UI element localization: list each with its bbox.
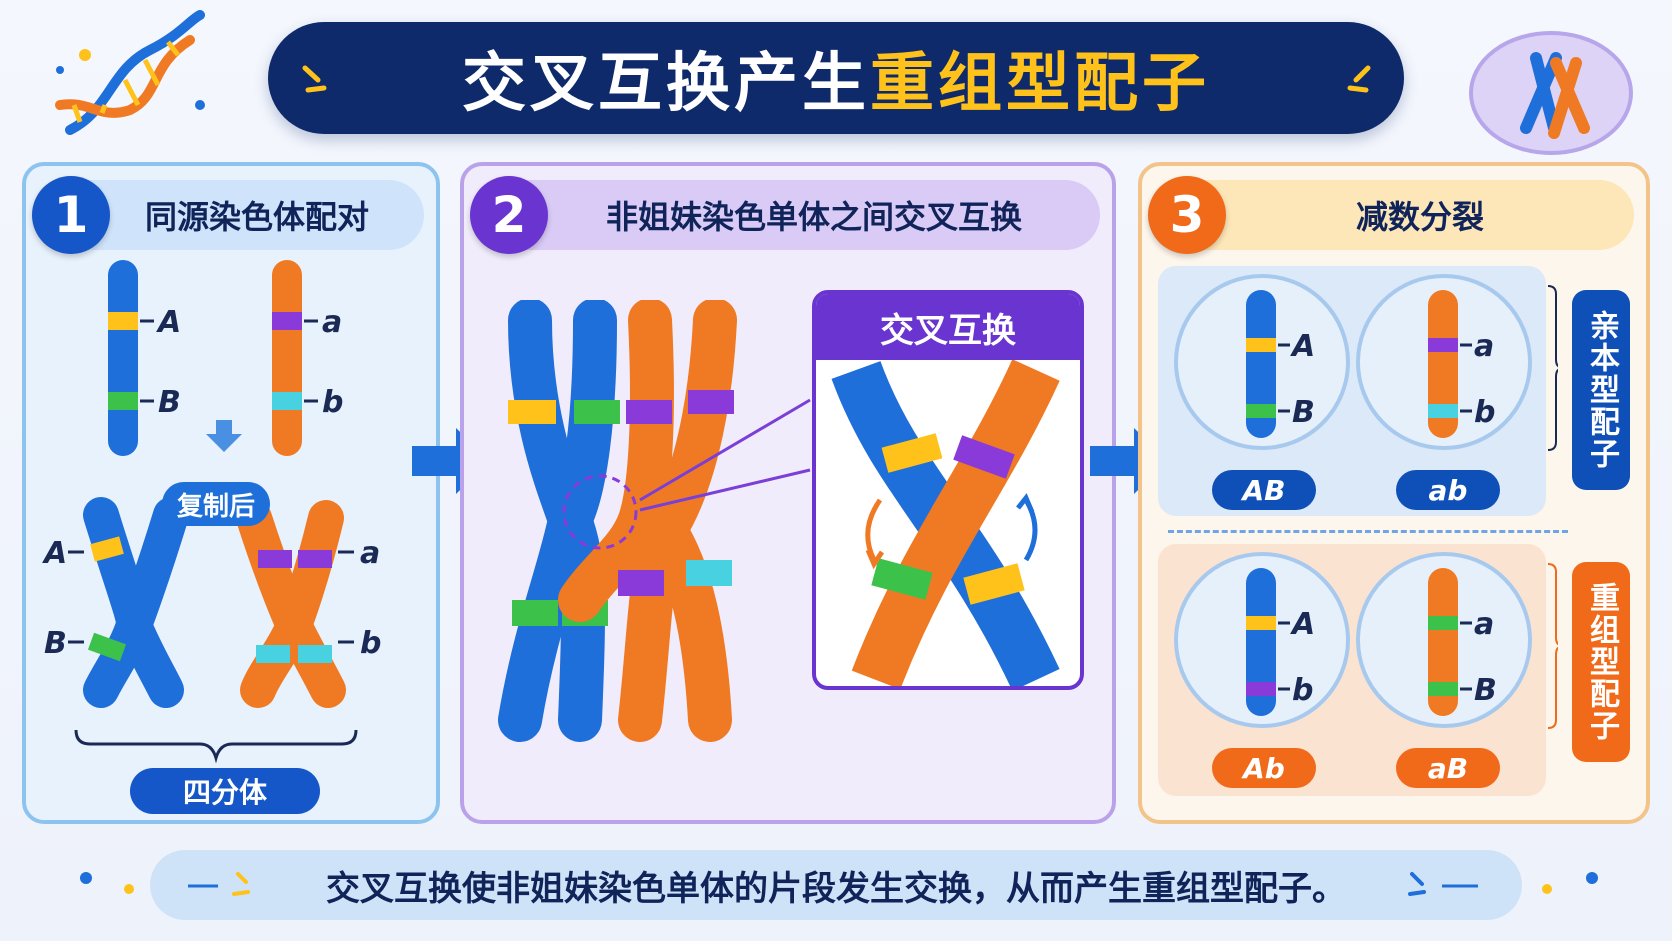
- tetrad-label: 四分体: [130, 768, 320, 814]
- gene-label: B: [1474, 673, 1497, 708]
- crossing-over-inset: 交叉互换: [812, 290, 1084, 690]
- crossing-over-chromosomes: [498, 300, 737, 742]
- gene-label: b: [1292, 673, 1313, 708]
- gamete-label-AB: AB: [1212, 470, 1316, 510]
- gamete-cell: a B: [1356, 552, 1532, 728]
- panel-2-label: 非姐妹染色单体之间交叉互换: [605, 198, 1022, 236]
- deco-dot: [1542, 884, 1552, 894]
- step-number-3: 3: [1148, 176, 1226, 254]
- gene-label: a: [360, 536, 380, 571]
- cell-icon: [1469, 31, 1633, 155]
- replication-label: 复制后: [162, 482, 270, 526]
- gamete-cell: a b: [1356, 274, 1532, 450]
- gene-label: b: [360, 626, 381, 661]
- step-number-1: 1: [32, 176, 110, 254]
- gamete-label-aB: aB: [1396, 748, 1500, 788]
- zoom-callout-lines: [639, 398, 811, 512]
- gene-label: b: [1474, 395, 1495, 430]
- chromosome-orange-single: a b: [272, 260, 343, 456]
- gene-label: a: [1474, 329, 1494, 364]
- gene-label: B: [158, 385, 181, 420]
- gamete-label-Ab: Ab: [1212, 748, 1316, 788]
- panel-3-header: 3 减数分裂: [1148, 176, 1634, 254]
- gene-label: A: [1290, 329, 1315, 364]
- title-part-1: 交叉互换产生: [462, 47, 870, 121]
- summary-bar: 交叉互换使非姐妹染色单体的片段发生交换，从而产生重组型配子。: [150, 850, 1522, 920]
- chromosome-orange-replicated: a b: [236, 500, 381, 708]
- down-arrow-icon: [206, 420, 242, 452]
- deco-dot: [1586, 872, 1598, 884]
- gene-label: A: [1290, 607, 1315, 642]
- page-title: 交叉互换产生 重组型配子: [268, 22, 1404, 134]
- panel-3-label: 减数分裂: [1355, 198, 1484, 236]
- gene-label: a: [322, 305, 342, 340]
- panel-2-header: 2 非姐妹染色单体之间交叉互换: [470, 176, 1100, 254]
- summary-text: 交叉互换使非姐妹染色单体的片段发生交换，从而产生重组型配子。: [326, 868, 1346, 909]
- footer-deco-left-icon: [188, 872, 250, 896]
- inset-diagram: [831, 359, 1060, 686]
- gamete-cell: A b: [1174, 552, 1350, 728]
- title-spark-right-icon: [1347, 65, 1371, 93]
- dna-icon: [55, 10, 205, 135]
- recombinant-gamete-label: 重组型配子: [1572, 562, 1630, 762]
- gene-label: a: [1474, 607, 1494, 642]
- panel-1-label: 同源染色体配对: [144, 198, 369, 236]
- title-spark-left-icon: [302, 65, 327, 93]
- step-number-2: 2: [470, 176, 548, 254]
- gene-label: B: [1292, 395, 1315, 430]
- footer-deco-right-icon: [1408, 872, 1478, 896]
- panel-1-header: 1 同源染色体配对: [32, 176, 424, 254]
- gamete-cell: A B: [1174, 274, 1350, 450]
- deco-dot: [80, 872, 92, 884]
- tetrad-brace: [74, 729, 358, 764]
- gene-label: A: [42, 536, 67, 571]
- gametes-diagram: A B a b A b a B: [1174, 274, 1558, 729]
- gamete-divider: [1168, 530, 1568, 533]
- gene-label: B: [44, 626, 67, 661]
- inset-title: 交叉互换: [816, 294, 1080, 360]
- deco-dot: [124, 884, 134, 894]
- chromosome-blue-replicated: A B: [42, 497, 189, 708]
- gene-label: A: [156, 305, 181, 340]
- panel-1-diagram: A B a b A B a b: [42, 260, 381, 764]
- gamete-label-ab: ab: [1396, 470, 1500, 510]
- panel-homologous-pairing: 1 同源染色体配对: [22, 162, 440, 824]
- chromosome-blue-single: A B: [108, 260, 181, 456]
- parental-gamete-label: 亲本型配子: [1572, 290, 1630, 490]
- title-part-2: 重组型配子: [870, 47, 1210, 121]
- gene-label: b: [322, 385, 343, 420]
